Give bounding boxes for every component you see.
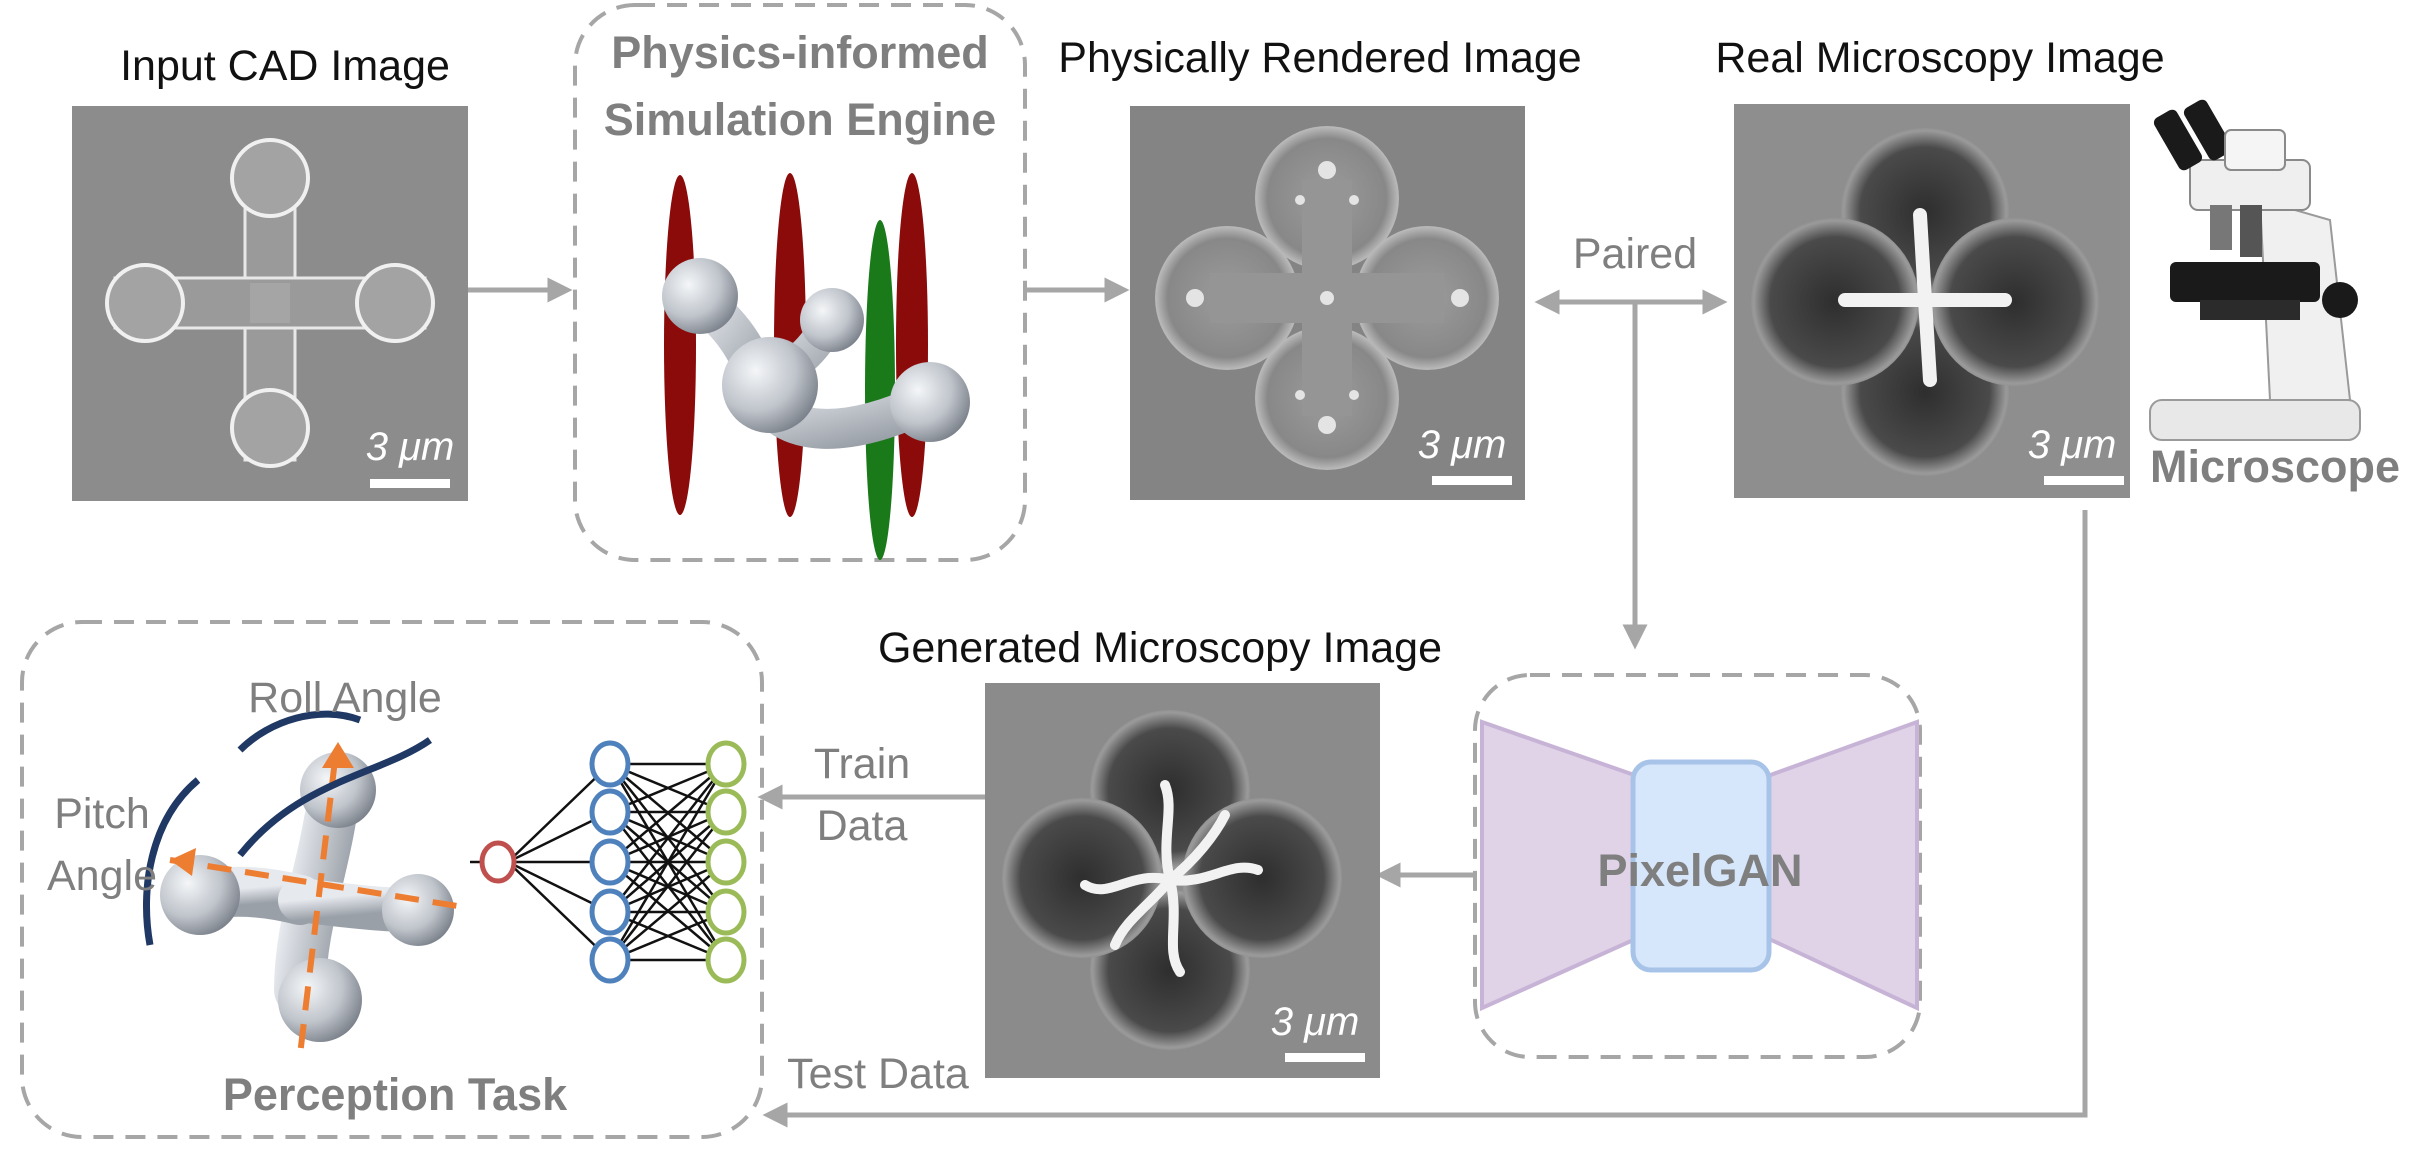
scale-bar-rendered [1432, 476, 1512, 485]
robot-shape-icon [143, 710, 471, 1056]
generated-title: Generated Microscopy Image [878, 624, 1442, 672]
scale-label-rendered: 3 μm [1418, 423, 1507, 467]
rendered-image [1130, 106, 1525, 500]
physics-engine-box [573, 3, 1027, 562]
physics-engine-title-1: Physics-informed [611, 27, 989, 78]
pixelgan-box [1473, 673, 1922, 1059]
scale-label-cad: 3 μm [366, 425, 455, 469]
rendered-title: Physically Rendered Image [1058, 34, 1581, 82]
microscope-label: Microscope [2150, 441, 2400, 492]
pixelgan-network [1480, 719, 1919, 1012]
input-cad-title: Input CAD Image [120, 42, 450, 90]
scale-bar-generated [1285, 1053, 1365, 1062]
real-image [1734, 104, 2130, 498]
perception-task-label: Perception Task [223, 1069, 568, 1120]
test-data-label: Test Data [787, 1050, 969, 1098]
pitch-angle-label-1: Pitch [54, 790, 150, 838]
scale-bar-cad [370, 479, 450, 488]
real-title: Real Microscopy Image [1715, 34, 2164, 82]
train-label-1: Train [814, 740, 910, 788]
cad-image [72, 106, 468, 501]
perception-task-box [20, 620, 764, 1139]
neural-network-icon [470, 740, 747, 984]
roll-angle-label: Roll Angle [248, 674, 442, 722]
train-label-2: Data [817, 802, 908, 850]
scale-label-generated: 3 μm [1271, 1000, 1360, 1044]
arrow-test-data [762, 510, 2088, 1128]
microscope-icon [2149, 99, 2361, 441]
pixelgan-label: PixelGAN [1597, 845, 1802, 896]
scale-label-real: 3 μm [2028, 423, 2117, 467]
pitch-angle-label-2: Angle [47, 852, 157, 900]
physics-engine-title-2: Simulation Engine [604, 94, 997, 145]
paired-label: Paired [1573, 230, 1697, 278]
simulation-render [662, 173, 970, 560]
generated-image [985, 683, 1380, 1078]
scale-bar-real [2044, 476, 2124, 485]
